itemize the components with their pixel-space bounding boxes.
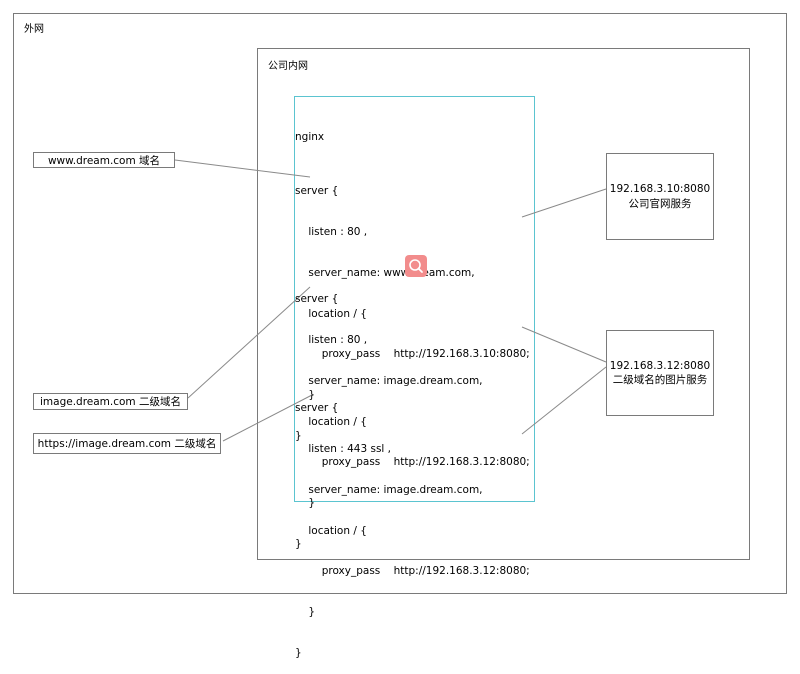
code-line: location / { bbox=[295, 415, 367, 428]
server-image-address: 192.168.3.12:8080 bbox=[609, 359, 711, 372]
server-web-address: 192.168.3.10:8080 bbox=[609, 183, 711, 196]
connector-image-to-server2 bbox=[187, 286, 311, 399]
code-line: location / { bbox=[295, 524, 367, 537]
connector-proxy3-to-image bbox=[521, 366, 607, 435]
domain-https-image-label: https://image.dream.com 二级域名 bbox=[37, 438, 217, 450]
code-line: server { bbox=[295, 185, 339, 198]
code-line: listen : 443 ssl , bbox=[295, 442, 392, 455]
domain-box-https-image: https://image.dream.com 二级域名 bbox=[33, 433, 221, 454]
code-line: location / { bbox=[295, 307, 367, 320]
code-line: server { bbox=[295, 293, 339, 306]
server-box-web: 192.168.3.10:8080 公司官网服务 bbox=[606, 153, 714, 240]
connector-lines bbox=[174, 159, 607, 442]
nginx-config-box bbox=[294, 96, 535, 502]
company-intranet-zone bbox=[257, 48, 750, 560]
server-image-name: 二级域名的图片服务 bbox=[612, 374, 708, 386]
code-line: server_name: image.dream.com, bbox=[295, 374, 483, 387]
code-line: server_name: image.dream.com, bbox=[295, 483, 483, 496]
code-line: server { bbox=[295, 402, 339, 415]
server-box-image: 192.168.3.12:8080 二级域名的图片服务 bbox=[606, 330, 714, 416]
connector-proxy1-to-web bbox=[521, 188, 607, 218]
nginx-title: nginx bbox=[295, 131, 325, 143]
domain-box-www: www.dream.com 域名 bbox=[33, 152, 175, 168]
code-line: } bbox=[295, 429, 302, 442]
code-line: proxy_pass http://192.168.3.12:8080; bbox=[295, 565, 530, 578]
code-line: } bbox=[295, 646, 302, 659]
connector-www-to-server1 bbox=[174, 159, 311, 178]
server-web-name: 公司官网服务 bbox=[628, 197, 692, 210]
connector-proxy2-to-image bbox=[521, 326, 607, 363]
connector-https-to-server3 bbox=[222, 394, 313, 442]
code-line: } bbox=[295, 497, 316, 510]
server-block-2: server { listen : 80 , server_name: imag… bbox=[295, 266, 530, 565]
code-line: } bbox=[295, 537, 302, 550]
search-icon[interactable] bbox=[405, 255, 427, 277]
external-network-zone bbox=[13, 13, 787, 594]
domain-box-image: image.dream.com 二级域名 bbox=[33, 393, 188, 410]
code-line: } bbox=[295, 606, 316, 619]
code-line: proxy_pass http://192.168.3.12:8080; bbox=[295, 456, 530, 469]
domain-www-label: www.dream.com 域名 bbox=[47, 155, 161, 167]
code-line: proxy_pass http://192.168.3.10:8080; bbox=[295, 348, 530, 361]
domain-image-label: image.dream.com 二级域名 bbox=[39, 396, 182, 408]
code-line: listen : 80 , bbox=[295, 225, 368, 238]
server-block-3: server { listen : 443 ssl , server_name:… bbox=[295, 375, 530, 674]
external-network-label: 外网 bbox=[24, 24, 44, 35]
code-line: } bbox=[295, 389, 316, 402]
code-line: listen : 80 , bbox=[295, 333, 368, 346]
company-intranet-label: 公司内网 bbox=[268, 61, 308, 72]
server-block-1: server { listen : 80 , server_name: www.… bbox=[295, 158, 530, 457]
